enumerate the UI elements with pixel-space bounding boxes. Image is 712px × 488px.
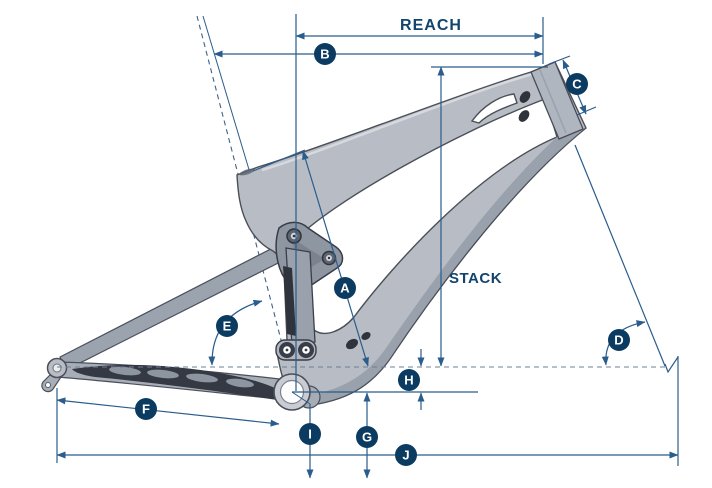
label-badge-f: F — [135, 398, 157, 420]
top-tube-highlight — [261, 72, 534, 172]
rear-triangle — [41, 233, 311, 401]
seat-tube-dimension-line — [302, 150, 369, 367]
label-badge-c: C — [566, 73, 588, 95]
label-badge-h: H — [398, 369, 420, 391]
steerer-axis-line — [574, 144, 666, 367]
shock-body — [283, 266, 296, 336]
bb-offset-connector — [291, 391, 311, 405]
chainstay-dimension-line — [56, 397, 280, 427]
label-badge-g: G — [356, 426, 378, 448]
svg-text:I: I — [308, 427, 312, 442]
svg-text:G: G — [362, 430, 372, 445]
svg-text:E: E — [223, 319, 232, 334]
svg-text:J: J — [402, 448, 409, 463]
svg-text:D: D — [614, 333, 623, 348]
reach-label: REACH — [400, 17, 462, 34]
head-tube-tick-bottom — [576, 106, 597, 116]
svg-text:F: F — [142, 402, 150, 417]
seat-clamp-slot — [239, 168, 255, 176]
seat-stay — [59, 233, 311, 371]
fork-offset-notch — [664, 356, 679, 374]
label-badge-i: I — [299, 423, 321, 445]
label-badge-j: J — [395, 444, 417, 466]
label-badge-e: E — [216, 315, 238, 337]
cable-ports — [518, 91, 531, 122]
point-label-badges: A B C D E F G H — [135, 43, 630, 466]
down-tube-shading — [292, 121, 584, 406]
svg-text:A: A — [340, 281, 350, 296]
svg-text:H: H — [404, 373, 413, 388]
head-tube-tick-top — [548, 55, 571, 65]
seat-tube-top-tick — [252, 149, 306, 172]
svg-text:B: B — [320, 47, 329, 62]
protector-pads — [109, 366, 254, 388]
stack-label: STACK — [449, 270, 502, 287]
label-badge-d: D — [608, 329, 630, 351]
label-badge-b: B — [314, 43, 336, 65]
label-badge-a: A — [334, 277, 356, 299]
svg-text:C: C — [572, 77, 582, 92]
dimension-lines — [56, 14, 679, 479]
